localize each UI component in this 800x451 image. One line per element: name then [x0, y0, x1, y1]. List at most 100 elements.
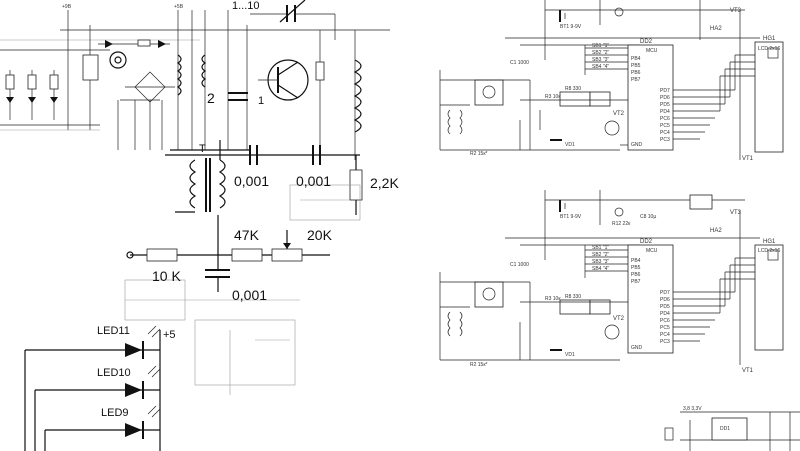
cap-label-2: 0,001: [296, 173, 331, 189]
rm-c8: C8 10µ: [640, 214, 656, 220]
dd1-chip: [711, 417, 748, 441]
svg-text:PB6: PB6: [631, 272, 641, 278]
rt-vt3: VT3: [730, 8, 742, 14]
mcu-top: [627, 44, 674, 151]
rt-sb4: SB4 "4": [592, 64, 609, 70]
label-20k: 20K: [307, 227, 333, 243]
svg-text:PD6: PD6: [660, 297, 670, 303]
svg-text:PD7: PD7: [660, 290, 670, 296]
label-led9: LED9: [101, 407, 129, 419]
opamp-mid: [474, 281, 504, 308]
svg-text:GND: GND: [631, 345, 643, 351]
rm-c1: C1 1000: [510, 262, 529, 268]
rt-lcd: LCD 2x16: [758, 46, 780, 52]
label-47k: 47K: [234, 227, 260, 243]
rt-mcu: MCU: [646, 48, 658, 54]
rt-vd1: VD1: [565, 142, 575, 148]
svg-text:PB4: PB4: [631, 56, 641, 62]
label-led11: LED11: [97, 325, 130, 337]
svg-text:PC6: PC6: [660, 116, 670, 122]
cap-label-1: 0,001: [234, 173, 269, 189]
speaker-icon: [109, 51, 127, 69]
rt-r2: R2 15к*: [470, 151, 488, 157]
rm-lcd: LCD 2x16: [758, 248, 780, 254]
svg-text:PB7: PB7: [631, 279, 641, 285]
svg-text:PD7: PD7: [660, 88, 670, 94]
left-top-schematic: 1...10 2 1 Т 0,001 0,001 2,2K +9B +5B: [0, 0, 399, 221]
rt-dd2: DD2: [640, 39, 653, 45]
resistor-47k: [231, 248, 263, 262]
rm-vd1: VD1: [565, 352, 575, 358]
resistor-20k: [271, 248, 303, 262]
svg-text:PC5: PC5: [660, 123, 670, 129]
rt-vt1: VT1: [742, 156, 754, 162]
right-mid-schematic: DD2 HG1 HA2 VT3 VT2 VT1 MCU LCD 2x16 SB1…: [439, 190, 784, 374]
transformer-secondary: [218, 159, 226, 209]
label-plus5: +5: [163, 329, 176, 341]
rm-sb3: SB3 "3": [592, 259, 609, 265]
res-label-2k2: 2,2K: [370, 175, 399, 191]
rm-vt1: VT1: [742, 368, 754, 374]
label-led10: LED10: [97, 367, 131, 379]
rt-vt2: VT2: [613, 111, 625, 117]
rm-vt2: VT2: [613, 316, 625, 322]
svg-text:PB6: PB6: [631, 70, 641, 76]
svg-text:PC3: PC3: [660, 339, 670, 345]
rm-r2: R2 15к*: [470, 362, 488, 368]
connector-block: [82, 54, 99, 81]
right-top-schematic: DD2 HG1 HA2 VT3 VT2 VT1 MCU LCD 2x16 SB1…: [439, 0, 784, 162]
svg-text:PC6: PC6: [660, 318, 670, 324]
br-voltage: 3,8 3,3V: [683, 406, 702, 412]
opamp-top: [474, 79, 504, 106]
rt-hg1: HG1: [763, 36, 776, 42]
label-1: 1: [258, 95, 264, 107]
rt-sb2: SB2 "2": [592, 50, 609, 56]
rt-sb1: SB1 "1": [592, 43, 609, 49]
svg-text:PC4: PC4: [660, 130, 670, 136]
svg-text:PD5: PD5: [660, 304, 670, 310]
svg-text:PC4: PC4: [660, 332, 670, 338]
rm-sb4: SB4 "4": [592, 266, 609, 272]
lcd-mid: [754, 244, 784, 351]
label-cap-0001: 0,001: [232, 287, 267, 303]
resistor-10k: [146, 248, 178, 262]
rm-mcu: MCU: [646, 248, 658, 254]
svg-text:PB4: PB4: [631, 258, 641, 264]
rail-label-5v: +5B: [174, 4, 184, 10]
led-array-left: [0, 70, 100, 131]
svg-text:PB5: PB5: [631, 265, 641, 271]
coil-2: [353, 59, 362, 133]
svg-text:PB7: PB7: [631, 77, 641, 83]
rm-hg1: HG1: [763, 239, 776, 245]
rm-sb1: SB1 "1": [592, 245, 609, 251]
rt-r3: R3 10к: [545, 94, 561, 100]
rt-pin-labels: PB4 PB5 PB6 PB7 PD7 PD6 PD5 PD4 PC6 PC5 …: [631, 56, 670, 148]
rm-pin-labels: PB4 PB5 PB6 PB7 PD7 PD6 PD5 PD4 PC6 PC5 …: [631, 258, 670, 351]
rm-ha2: HA2: [710, 228, 722, 234]
lcd-top: [754, 41, 784, 153]
svg-text:PD5: PD5: [660, 102, 670, 108]
led10-symbol: [125, 365, 161, 399]
label-t: Т: [199, 143, 206, 155]
mcu-mid: [627, 244, 674, 354]
rt-c1: C1 1000: [510, 60, 529, 66]
rt-bt1: BT1 9-9V: [560, 24, 582, 30]
rt-r8: R8 330: [565, 86, 581, 92]
svg-text:PC3: PC3: [660, 137, 670, 143]
rt-ha2: HA2: [710, 26, 722, 32]
left-bottom-schematic: 10 K 47K 20K 0,001 +5 LED: [24, 215, 333, 451]
coil-1: [176, 54, 182, 96]
transformer-primary: [189, 159, 197, 209]
led9-symbol: [125, 405, 161, 439]
svg-text:GND: GND: [631, 142, 643, 148]
rm-bt1: BT1 9-9V: [560, 214, 582, 220]
svg-text:PB5: PB5: [631, 63, 641, 69]
svg-text:PD4: PD4: [660, 311, 670, 317]
led11-symbol: [125, 325, 161, 359]
label-1-10: 1...10: [232, 0, 260, 12]
rt-sb3: SB3 "3": [592, 57, 609, 63]
rm-sb2: SB2 "2": [592, 252, 609, 258]
rm-r12: R12 22к: [612, 221, 631, 227]
svg-text:PD4: PD4: [660, 109, 670, 115]
